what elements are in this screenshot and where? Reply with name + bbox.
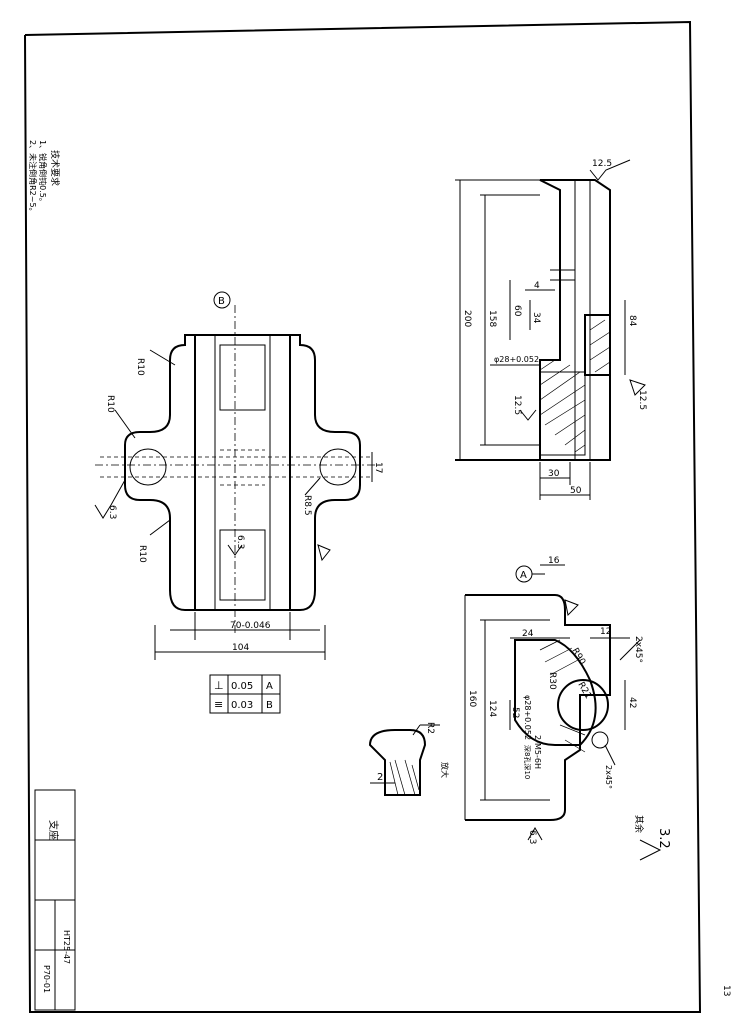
rb-r90: R90 (569, 647, 587, 668)
technical-notes: 技术要求 1、锐角倒钝0.5。 2、未注倒角R2~5。 (28, 140, 61, 216)
left-r10-bot: R10 (137, 545, 147, 563)
tol-row2-symbol: ≡ (214, 698, 223, 711)
rb-thread: 2-M5-6H (533, 735, 542, 769)
rb-dim-124: 124 (487, 700, 497, 717)
rt-dim-84: 84 (627, 315, 637, 327)
rb-dim-42: 42 (627, 697, 637, 708)
left-rough-63-a: 6.3 (107, 505, 117, 519)
rb-dim-16: 16 (548, 556, 560, 566)
rt-rough-125-right: 12.5 (637, 390, 647, 410)
tol-row1-symbol: ⊥ (214, 679, 224, 692)
rb-dim-160: 160 (467, 690, 477, 707)
rt-dim-158: 158 (487, 310, 497, 327)
left-r85: R8.5 (302, 495, 312, 516)
rb-rough-others: 其余 (633, 815, 645, 833)
rb-r30: R30 (547, 672, 557, 690)
detail-view: R2 2 放大 (368, 722, 450, 796)
title-material: HT25-47 (62, 930, 71, 964)
rb-datum-a: A (520, 570, 527, 581)
right-bottom-view: A 16 24 12 2x45° R90 R30 R21 160 124 52 … (464, 556, 671, 861)
rt-dim-34: 34 (531, 312, 541, 324)
rb-rough-63: 6.3 (527, 830, 537, 844)
rt-dim-4: 4 (534, 281, 540, 291)
notes-item-1: 1、锐角倒钝0.5。 (38, 140, 48, 206)
right-top-view: 200 158 60 34 4 84 φ28+0.052 12.5 12.5 1… (455, 159, 647, 500)
detail-dim-2: 2 (377, 772, 383, 783)
page-number: 13 (721, 985, 731, 996)
notes-item-2: 2、未注倒角R2~5。 (28, 140, 38, 216)
left-view: B R10 R10 R10 R8.5 17 6.3 6.3 70-0.046 1… (94, 291, 383, 660)
detail-r2: R2 (425, 722, 435, 734)
rt-dim-30: 30 (548, 469, 560, 479)
notes-title: 技术要求 (49, 150, 61, 186)
rb-dim-12: 12 (600, 627, 611, 637)
tol-row1-value: 0.05 (231, 681, 253, 692)
rt-dim-60: 60 (512, 305, 522, 317)
title-block: 支座 HT25-47 P70-01 (34, 789, 76, 1011)
left-dim-17: 17 (373, 462, 383, 473)
left-dim-104: 104 (232, 643, 249, 653)
rt-dim-50: 50 (570, 486, 582, 496)
datum-b-label: B (218, 296, 225, 307)
rb-rough-32: 3.2 (656, 828, 671, 849)
title-part-name: 支座 (47, 820, 60, 840)
rt-dim-d28: φ28+0.052 (494, 355, 539, 364)
rb-dim-24: 24 (522, 629, 534, 639)
left-r10-top: R10 (135, 358, 145, 376)
tolerance-frame: ⊥ 0.05 A ≡ 0.03 B (209, 674, 281, 714)
detail-label: 放大 (440, 762, 450, 778)
rt-rough-125-mid: 12.5 (512, 395, 522, 415)
tol-row2-datum: B (266, 700, 273, 711)
rb-dim-d28: φ28+0.052 (523, 695, 532, 740)
left-dim-70: 70-0.046 (230, 621, 271, 631)
rb-chamfer-bot: 2x45° (604, 765, 613, 789)
left-r10-mid: R10 (105, 395, 115, 413)
rb-chamfer-top: 2x45° (633, 636, 643, 663)
left-rough-63-b: 6.3 (235, 535, 245, 549)
tol-row1-datum: A (266, 681, 273, 692)
rb-dim-52: 52 (510, 707, 520, 718)
rb-thread-note: 深8孔深10 (523, 745, 532, 779)
title-code: P70-01 (42, 965, 51, 993)
drawing-border (24, 20, 702, 1013)
rt-dim-200: 200 (462, 310, 472, 327)
rt-rough-125-top: 12.5 (592, 159, 612, 169)
tol-row2-value: 0.03 (231, 700, 253, 711)
